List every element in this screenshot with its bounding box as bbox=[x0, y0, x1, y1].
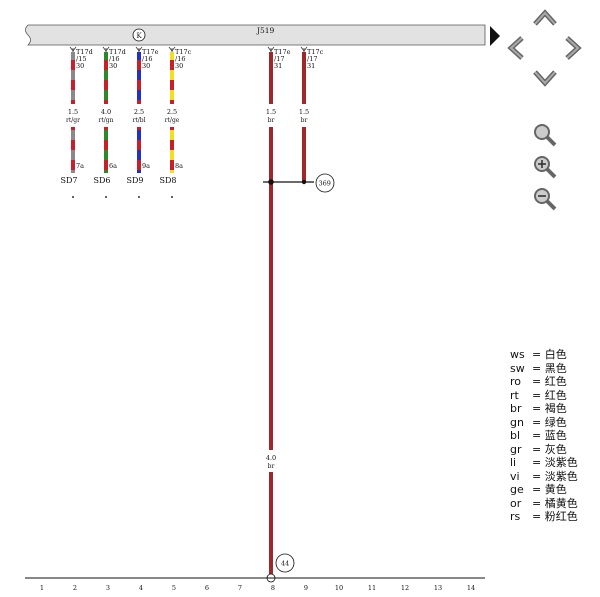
column-label: 7 bbox=[238, 584, 242, 592]
legend-item: ge= 黄色 bbox=[510, 483, 567, 496]
wire-sd7 bbox=[69, 46, 77, 173]
svg-text:369: 369 bbox=[319, 180, 331, 188]
wire-sd6 bbox=[102, 46, 110, 173]
column-label: 12 bbox=[401, 584, 409, 592]
legend-item: gn= 绿色 bbox=[510, 415, 567, 429]
column-label: 13 bbox=[434, 584, 442, 592]
legend-item: ro= 红色 bbox=[510, 375, 567, 388]
svg-text:T17c: T17c bbox=[175, 48, 192, 56]
svg-text:T17e: T17e bbox=[274, 48, 291, 56]
svg-text:1.5: 1.5 bbox=[68, 108, 78, 116]
svg-text:T17d: T17d bbox=[76, 48, 93, 56]
svg-text:/16: /16 bbox=[175, 55, 185, 63]
svg-text:2.5: 2.5 bbox=[134, 108, 144, 116]
svg-text:30: 30 bbox=[109, 62, 117, 70]
wire-sd9 bbox=[135, 46, 143, 173]
column-label: 4 bbox=[139, 584, 143, 592]
legend-item: br= 褐色 bbox=[510, 402, 567, 415]
component-label: J519 bbox=[256, 26, 275, 35]
junction-dot bbox=[268, 179, 274, 185]
svg-text:4.0: 4.0 bbox=[101, 108, 111, 116]
ref-369[interactable]: 369 bbox=[315, 173, 335, 193]
svg-text:SD7: SD7 bbox=[61, 176, 78, 185]
svg-text:30: 30 bbox=[76, 62, 84, 70]
column-label: 5 bbox=[172, 584, 176, 592]
column-label: 6 bbox=[205, 584, 209, 592]
svg-text:7a: 7a bbox=[76, 162, 84, 170]
svg-text:/16: /16 bbox=[142, 55, 152, 63]
legend-item: bl= 蓝色 bbox=[510, 429, 567, 442]
column-label: 9 bbox=[304, 584, 308, 592]
svg-text:rt/bl: rt/bl bbox=[132, 117, 145, 124]
color-legend: ws= 白色 sw= 黑色 ro= 红色 rt= 红色 br= 褐色 gn= 绿… bbox=[510, 348, 595, 524]
legend-item: gr= 灰色 bbox=[510, 442, 567, 456]
zoom-in-icon[interactable] bbox=[532, 154, 558, 180]
junction-dot-2 bbox=[301, 179, 307, 185]
svg-text:44: 44 bbox=[281, 560, 289, 568]
svg-text:31: 31 bbox=[307, 62, 315, 70]
column-label: 8 bbox=[271, 584, 275, 592]
pan-down-icon[interactable] bbox=[532, 68, 558, 88]
svg-text:30: 30 bbox=[142, 62, 150, 70]
svg-text:6a: 6a bbox=[109, 162, 117, 170]
legend-item: rt= 红色 bbox=[510, 388, 567, 402]
svg-text:/17: /17 bbox=[274, 55, 284, 63]
svg-text:T17d: T17d bbox=[109, 48, 126, 56]
legend-item: rs= 粉红色 bbox=[510, 510, 578, 523]
legend-item: sw= 黑色 bbox=[510, 361, 567, 375]
svg-text:31: 31 bbox=[274, 62, 282, 70]
pan-right-icon[interactable] bbox=[563, 35, 583, 61]
page-right-arrow-icon[interactable] bbox=[488, 25, 502, 47]
svg-text:2.5: 2.5 bbox=[167, 108, 177, 116]
svg-text:SD8: SD8 bbox=[160, 176, 177, 185]
svg-text:30: 30 bbox=[175, 62, 183, 70]
component-bar bbox=[25, 24, 486, 46]
svg-text:br: br bbox=[268, 117, 275, 124]
svg-text:K: K bbox=[137, 32, 143, 40]
pan-up-icon[interactable] bbox=[532, 8, 558, 28]
column-label: 3 bbox=[106, 584, 110, 592]
svg-text:SD6: SD6 bbox=[94, 176, 111, 185]
svg-text:8a: 8a bbox=[175, 162, 183, 170]
zoom-fit-icon[interactable] bbox=[532, 122, 558, 148]
legend-item: li= 淡紫色 bbox=[510, 456, 578, 469]
svg-text:rt/ge: rt/ge bbox=[165, 117, 180, 124]
wire-ground-main bbox=[267, 46, 275, 576]
legend-item: vi= 淡紫色 bbox=[510, 469, 578, 483]
legend-item: ws= 白色 bbox=[510, 348, 567, 361]
wire-sd8 bbox=[168, 46, 176, 173]
svg-text:1.5: 1.5 bbox=[266, 108, 276, 116]
pan-left-icon[interactable] bbox=[506, 35, 526, 61]
ref-44[interactable]: 44 bbox=[275, 553, 295, 573]
svg-text:rt/gn: rt/gn bbox=[98, 117, 113, 124]
column-label: 10 bbox=[335, 584, 343, 592]
svg-text:T17c: T17c bbox=[307, 48, 324, 56]
svg-text:SD9: SD9 bbox=[127, 176, 144, 185]
column-label: 2 bbox=[73, 584, 77, 592]
ground-symbol: K bbox=[132, 28, 146, 42]
svg-text:/15: /15 bbox=[76, 55, 86, 63]
svg-text:T17e: T17e bbox=[142, 48, 159, 56]
wire-ground-branch bbox=[300, 46, 308, 183]
legend-item: or= 橘黄色 bbox=[510, 496, 578, 510]
column-label: 1 bbox=[40, 584, 44, 592]
svg-text:1.5: 1.5 bbox=[299, 108, 309, 116]
svg-text:br: br bbox=[268, 463, 275, 470]
svg-text:9a: 9a bbox=[142, 162, 150, 170]
svg-text:br: br bbox=[301, 117, 308, 124]
column-label: 11 bbox=[368, 584, 376, 592]
zoom-out-icon[interactable] bbox=[532, 186, 558, 212]
svg-text:/17: /17 bbox=[307, 55, 317, 63]
svg-text:/16: /16 bbox=[109, 55, 119, 63]
svg-text:rt/gr: rt/gr bbox=[66, 117, 80, 124]
column-label: 14 bbox=[467, 584, 475, 592]
svg-text:4.0: 4.0 bbox=[266, 454, 276, 462]
